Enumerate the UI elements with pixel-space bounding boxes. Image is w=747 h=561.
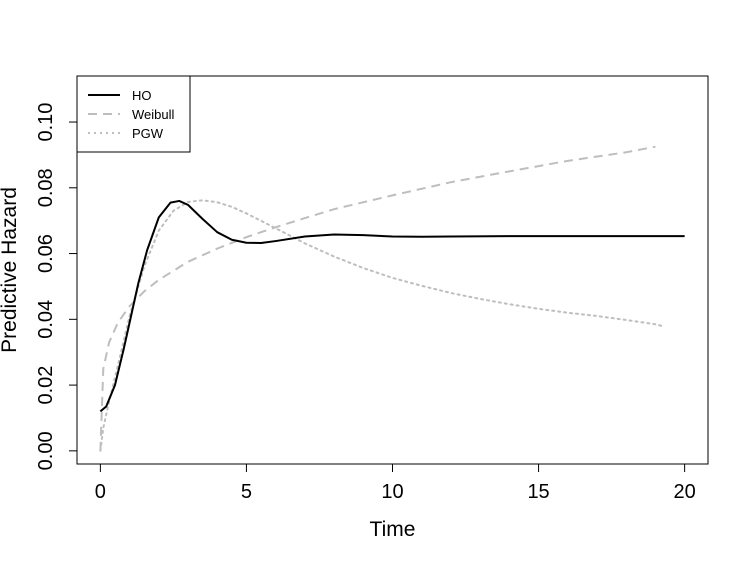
y-tick-label: 0.06 [35, 234, 57, 273]
x-tick-label: 15 [527, 481, 549, 503]
legend-label-weibull: Weibull [132, 107, 175, 122]
series-layer [99, 145, 685, 452]
x-tick-label: 20 [674, 481, 696, 503]
x-tick-label: 10 [381, 481, 403, 503]
x-tick-label: 5 [241, 481, 252, 503]
x-tick-label: 0 [95, 481, 106, 503]
x-axis: 0 5 10 15 20 [95, 463, 696, 503]
y-tick-label: 0.04 [35, 300, 57, 339]
y-tick-label: 0.00 [35, 431, 57, 470]
y-tick-label: 0.08 [35, 168, 57, 207]
x-axis-title: Time [370, 518, 416, 541]
series-line-ho [99, 199, 685, 413]
series-line-weibull [99, 145, 656, 451]
y-tick-label: 0.02 [35, 366, 57, 405]
legend-label-ho: HO [132, 88, 152, 103]
series-line-pgw [99, 199, 666, 452]
y-axis: 0.00 0.02 0.04 0.06 0.08 0.10 [35, 103, 78, 470]
y-axis-title: Predictive Hazard [0, 187, 21, 353]
y-tick-label: 0.10 [35, 103, 57, 142]
legend-label-pgw: PGW [132, 126, 164, 141]
